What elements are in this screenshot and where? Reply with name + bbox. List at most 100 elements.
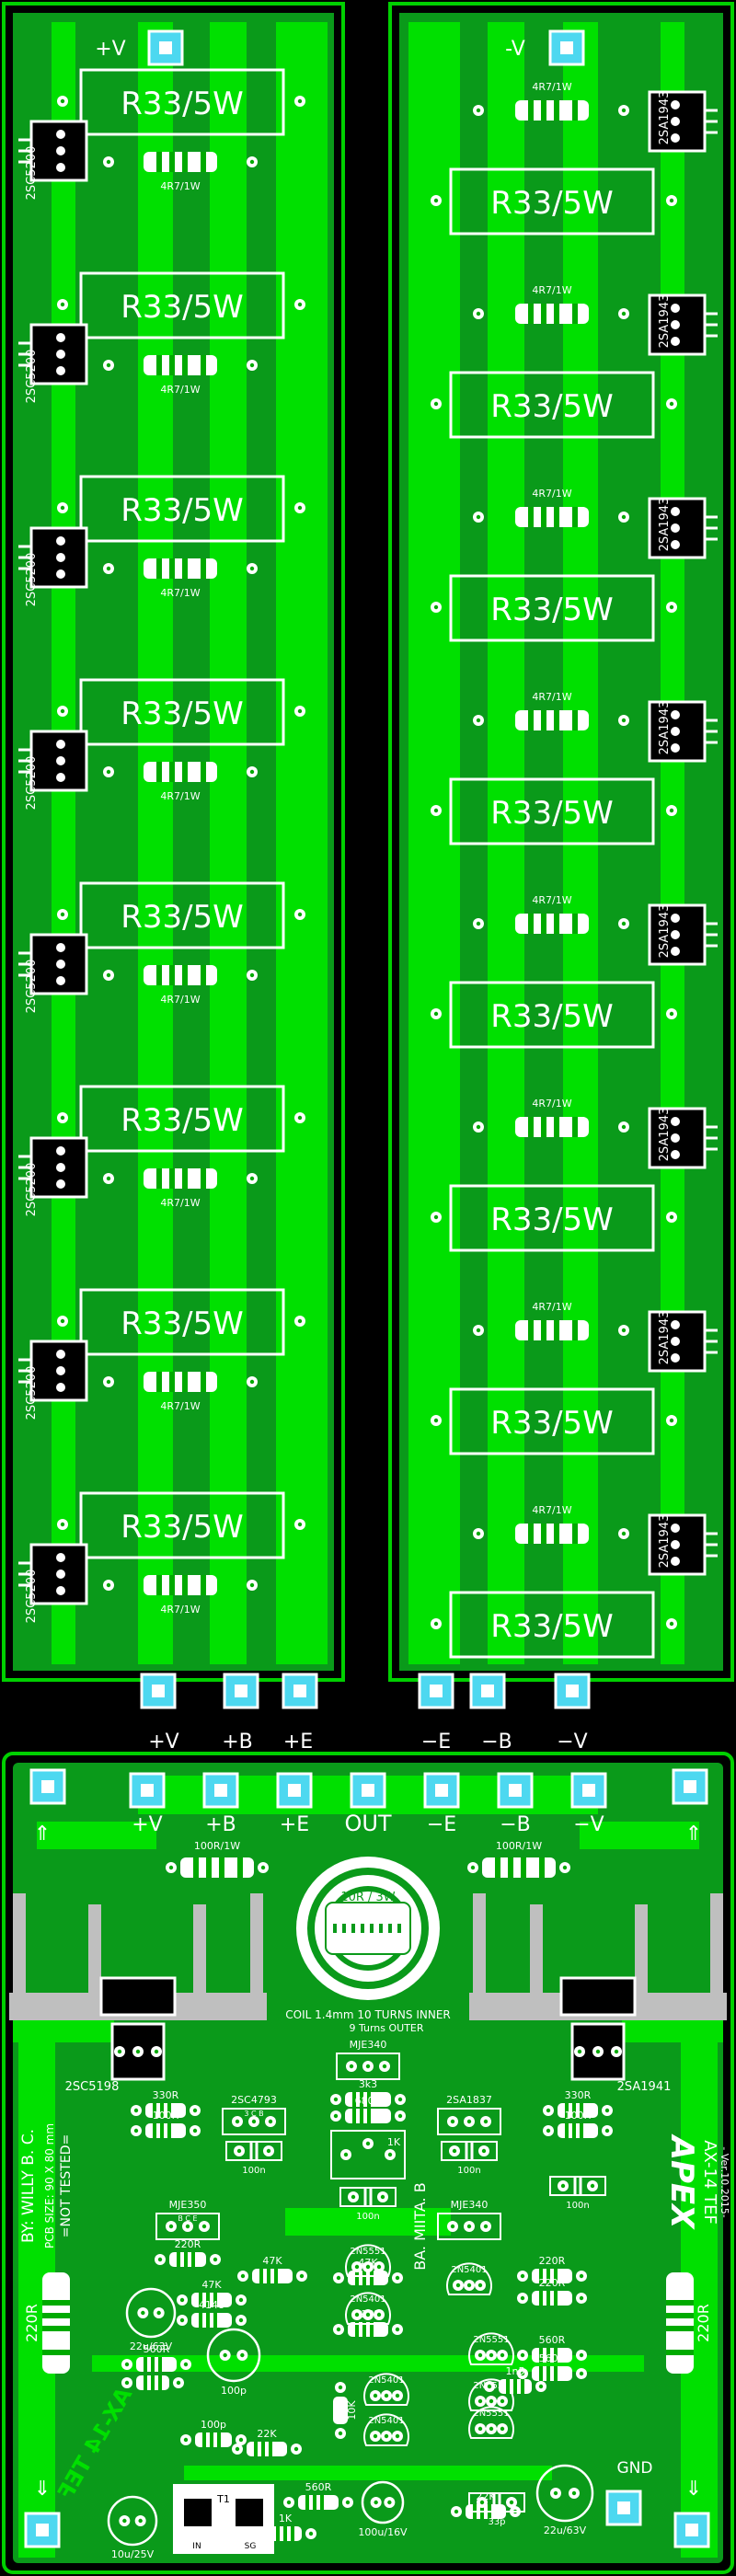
pad — [190, 2125, 201, 2136]
part-label: 3k3 — [359, 2078, 377, 2090]
pad — [348, 2191, 359, 2202]
pad — [103, 563, 114, 574]
terminal-0[interactable]: +V — [129, 1772, 166, 1836]
mount-pad-bottom-left — [24, 2512, 61, 2548]
pad — [473, 715, 484, 726]
emitter-resistor-label: R33/5W — [490, 1608, 614, 1645]
base-resistor-label: 4R7/1W — [160, 180, 200, 192]
pad — [497, 2423, 508, 2434]
pad — [57, 1112, 68, 1123]
terminal-3[interactable]: OUT — [344, 1772, 392, 1836]
pad — [576, 2271, 587, 2282]
pad — [484, 2381, 495, 2392]
top-right-board: 4R7/1W2SA1943R33/5W4R7/1W2SA1943R33/5W4R… — [388, 2, 734, 1709]
pad — [294, 96, 305, 107]
electrolytic-capacitor: 22u/63V — [535, 2464, 594, 2536]
pad — [473, 105, 484, 116]
base-resistor-label: 4R7/1W — [532, 284, 571, 296]
gnd-pad[interactable] — [605, 2490, 642, 2526]
base-resistor — [144, 1168, 217, 1189]
transistor-label: 2SA1943 — [658, 294, 672, 349]
part-label: 560R — [305, 2481, 332, 2493]
label-minus-e: −E — [421, 1731, 451, 1754]
pad — [431, 805, 442, 816]
right-supply-pad[interactable] — [548, 29, 585, 66]
emitter-resistor-label: R33/5W — [121, 1102, 244, 1139]
part-label: 100n — [356, 2212, 379, 2222]
left-bus-pad-2[interactable] — [223, 1673, 259, 1709]
right-bus-pad-2[interactable] — [469, 1673, 506, 1709]
pad — [473, 918, 484, 929]
pinout-label: 3 C B — [244, 2110, 263, 2118]
emitter-resistor-label: R33/5W — [121, 1305, 244, 1342]
supply-resistor-right-label: 100R/1W — [496, 1840, 542, 1852]
pad — [478, 2145, 489, 2156]
part-label: 100p — [221, 2385, 247, 2397]
small-resistor: 560R — [517, 2352, 587, 2381]
part-label: 680R — [355, 2095, 382, 2107]
terminal-5[interactable]: −B — [497, 1772, 534, 1836]
terminal-6[interactable]: −V — [570, 1772, 607, 1836]
right-bus-pad-3[interactable] — [554, 1673, 591, 1709]
pad — [236, 2315, 247, 2326]
pad — [333, 2324, 344, 2335]
terminal-2[interactable]: +E — [276, 1772, 313, 1836]
part-label: 4148 — [199, 2299, 224, 2311]
small-resistor: 100R — [543, 2110, 613, 2138]
pad — [618, 918, 629, 929]
pad — [103, 1173, 114, 1184]
small-resistor: 560R — [121, 2343, 191, 2372]
part-label: 33p — [488, 2517, 505, 2527]
pad — [177, 2294, 188, 2306]
terminal-label: −B — [500, 1813, 531, 1836]
label-minus-b: −B — [481, 1731, 512, 1754]
pad — [618, 715, 629, 726]
small-resistor: 47K — [237, 2255, 307, 2283]
pad — [666, 1415, 677, 1426]
pad — [362, 2261, 374, 2272]
terminal-1[interactable]: +B — [202, 1772, 239, 1836]
trimmer-label: T1 — [216, 2493, 230, 2505]
right-bus-pad-1[interactable] — [418, 1673, 454, 1709]
pad — [103, 156, 114, 167]
terminal-4[interactable]: −E — [423, 1772, 460, 1836]
base-resistor — [144, 558, 217, 579]
base-resistor-label: 4R7/1W — [160, 1197, 200, 1209]
small-transistor: 2N5401 — [363, 2413, 409, 2446]
base-resistor-label: 4R7/1W — [160, 790, 200, 802]
pad — [305, 2528, 316, 2539]
pad — [480, 2116, 491, 2127]
pad — [576, 2293, 587, 2304]
small-resistor: 560R — [517, 2334, 587, 2363]
pad — [576, 2350, 587, 2361]
emitter-resistor-label: R33/5W — [490, 388, 614, 425]
pad — [475, 2423, 486, 2434]
part-label: 10u/25V — [111, 2548, 155, 2560]
part-label: 220R — [175, 2238, 201, 2250]
pad — [236, 2434, 247, 2445]
pad — [618, 1528, 629, 1539]
pad — [247, 970, 258, 981]
pad — [666, 1212, 677, 1223]
pad — [370, 2497, 382, 2508]
pad — [447, 2221, 458, 2232]
left-bus-pad-3[interactable] — [282, 1673, 318, 1709]
part-label: MJE340 — [350, 2039, 387, 2051]
pad — [473, 1325, 484, 1336]
part-label: 2N5551 — [350, 2247, 385, 2257]
pad — [219, 2350, 231, 2361]
emitter-resistor-label: R33/5W — [121, 289, 244, 326]
pad — [210, 2254, 221, 2265]
pad — [535, 2381, 546, 2392]
left-supply-pad[interactable] — [147, 29, 184, 66]
gnd-label: GND — [617, 2459, 653, 2478]
left-bus-pad-1[interactable] — [140, 1673, 177, 1709]
mount-pad-top-right — [672, 1768, 708, 1805]
pad — [395, 2094, 406, 2105]
